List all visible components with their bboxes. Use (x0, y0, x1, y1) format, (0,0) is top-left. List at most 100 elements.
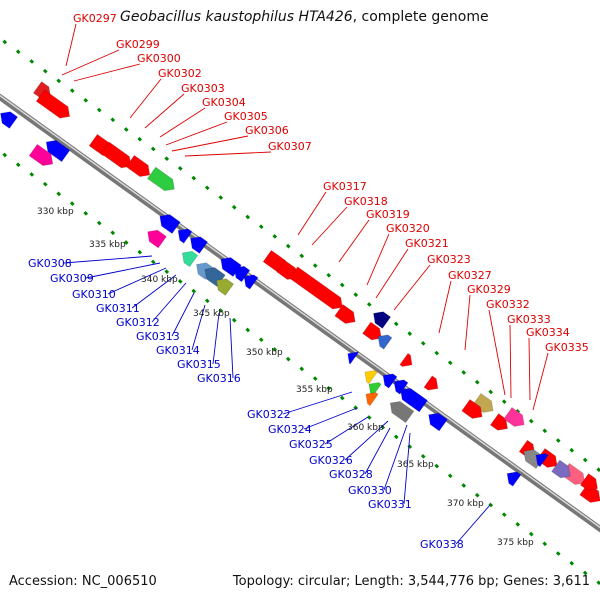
tick-mark (110, 230, 116, 236)
tick-mark (15, 49, 21, 55)
forward-gene-label[interactable]: GK0318 (344, 195, 388, 208)
tick-mark (272, 347, 278, 352)
tick-mark (42, 68, 48, 74)
tick-mark (177, 279, 183, 284)
forward-gene-label[interactable]: GK0304 (202, 96, 246, 109)
gene-labels: GK0297GK0299GK0300GK0302GK0303GK0304GK03… (28, 12, 589, 551)
tick-mark (488, 389, 494, 395)
reverse-gene-label[interactable]: GK0314 (156, 344, 200, 357)
reverse-gene-label[interactable]: GK0311 (96, 302, 140, 315)
scale-label: 360 kbp (347, 423, 384, 433)
forward-gene-label[interactable]: GK0323 (427, 253, 471, 266)
tick-mark (555, 551, 561, 556)
reverse-leader-line (344, 420, 389, 461)
forward-leader-line (65, 23, 77, 67)
tick-mark (29, 59, 35, 64)
scale-label: 350 kbp (246, 348, 283, 358)
tick-mark (15, 162, 21, 168)
forward-gene-arrow (288, 266, 343, 310)
forward-gene-label[interactable]: GK0302 (158, 67, 202, 80)
reverse-leader-line (383, 424, 408, 491)
gene-features (0, 80, 600, 503)
forward-leader-line (144, 93, 185, 129)
scale-label: 345 kbp (193, 309, 230, 319)
forward-gene-label[interactable]: GK0300 (137, 52, 181, 65)
reverse-gene-label[interactable]: GK0315 (177, 358, 221, 371)
forward-gene-label[interactable]: GK0327 (448, 269, 492, 282)
tick-mark (393, 434, 399, 440)
scale-label: 370 kbp (447, 499, 484, 509)
reverse-gene-label[interactable]: GK0316 (197, 372, 241, 385)
tick-mark (218, 308, 224, 313)
forward-gene-label[interactable]: GK0317 (323, 180, 367, 193)
forward-gene-label[interactable]: GK0334 (526, 326, 570, 339)
reverse-leader-line (455, 504, 491, 545)
reverse-gene-arrow (0, 111, 19, 130)
tick-mark (164, 269, 170, 274)
reverse-gene-label[interactable]: GK0330 (348, 484, 392, 497)
reverse-gene-label[interactable]: GK0338 (420, 538, 464, 551)
forward-gene-arrow (361, 321, 382, 341)
reverse-gene-arrow (189, 236, 209, 255)
tick-mark (272, 234, 278, 239)
tick-mark (515, 522, 521, 527)
reverse-gene-label[interactable]: GK0325 (289, 438, 333, 451)
reverse-gene-label[interactable]: GK0324 (268, 423, 312, 436)
reverse-gene-arrow (365, 391, 379, 407)
forward-gene-label[interactable]: GK0332 (486, 298, 530, 311)
forward-gene-arrow (461, 398, 483, 419)
forward-gene-label[interactable]: GK0305 (224, 110, 268, 123)
forward-leader-line (61, 49, 120, 76)
forward-gene-label[interactable]: GK0321 (405, 237, 449, 250)
scale-label: 365 kbp (397, 460, 434, 470)
forward-leader-line (509, 324, 512, 399)
tick-mark (312, 263, 318, 268)
tick-mark (434, 463, 440, 469)
tick-mark (582, 570, 588, 576)
map-title: Geobacillus kaustophilus HTA426, complet… (120, 9, 489, 25)
forward-gene-label[interactable]: GK0303 (181, 82, 225, 95)
forward-gene-label[interactable]: GK0335 (545, 341, 589, 354)
reverse-gene-label[interactable]: GK0331 (368, 498, 412, 511)
forward-gene-label[interactable]: GK0306 (245, 124, 289, 137)
reverse-leader-line (85, 262, 161, 279)
reverse-gene-arrow (215, 278, 235, 297)
tick-mark (191, 175, 197, 181)
forward-gene-label[interactable]: GK0307 (268, 140, 312, 153)
tick-mark (69, 201, 75, 206)
forward-gene-label[interactable]: GK0333 (507, 313, 551, 326)
accession-label: Accession: (9, 574, 78, 589)
reverse-gene-label[interactable]: GK0328 (329, 468, 373, 481)
reverse-gene-label[interactable]: GK0310 (72, 288, 116, 301)
tick-mark (245, 214, 251, 220)
tick-mark (461, 370, 467, 375)
scale-label: 330 kbp (37, 207, 74, 217)
reverse-gene-arrow (181, 250, 199, 268)
reverse-gene-label[interactable]: GK0312 (116, 316, 160, 329)
tick-mark (204, 185, 210, 191)
reverse-gene-label[interactable]: GK0309 (50, 272, 94, 285)
tick-mark (312, 376, 318, 381)
reverse-gene-label[interactable]: GK0308 (28, 257, 72, 270)
tick-mark (366, 415, 372, 420)
tick-mark (447, 360, 453, 366)
reverse-gene-label[interactable]: GK0326 (309, 454, 353, 467)
tick-mark (110, 117, 116, 123)
reverse-gene-label[interactable]: GK0322 (247, 408, 291, 421)
reverse-gene-arrow (389, 400, 415, 424)
reverse-gene-label[interactable]: GK0313 (136, 330, 180, 343)
forward-gene-label[interactable]: GK0319 (366, 208, 410, 221)
tick-mark (326, 272, 332, 278)
forward-gene-label[interactable]: GK0320 (386, 222, 430, 235)
forward-gene-label[interactable]: GK0299 (116, 38, 160, 51)
forward-gene-arrow (550, 459, 571, 479)
forward-gene-label[interactable]: GK0297 (73, 12, 117, 25)
reverse-gene-arrow (382, 373, 398, 389)
forward-gene-label[interactable]: GK0329 (467, 283, 511, 296)
tick-mark (474, 379, 480, 385)
reverse-leader-line (63, 255, 153, 264)
tick-mark (434, 350, 440, 356)
tick-mark (285, 243, 291, 249)
tick-mark (177, 166, 183, 171)
tick-mark (366, 302, 372, 307)
